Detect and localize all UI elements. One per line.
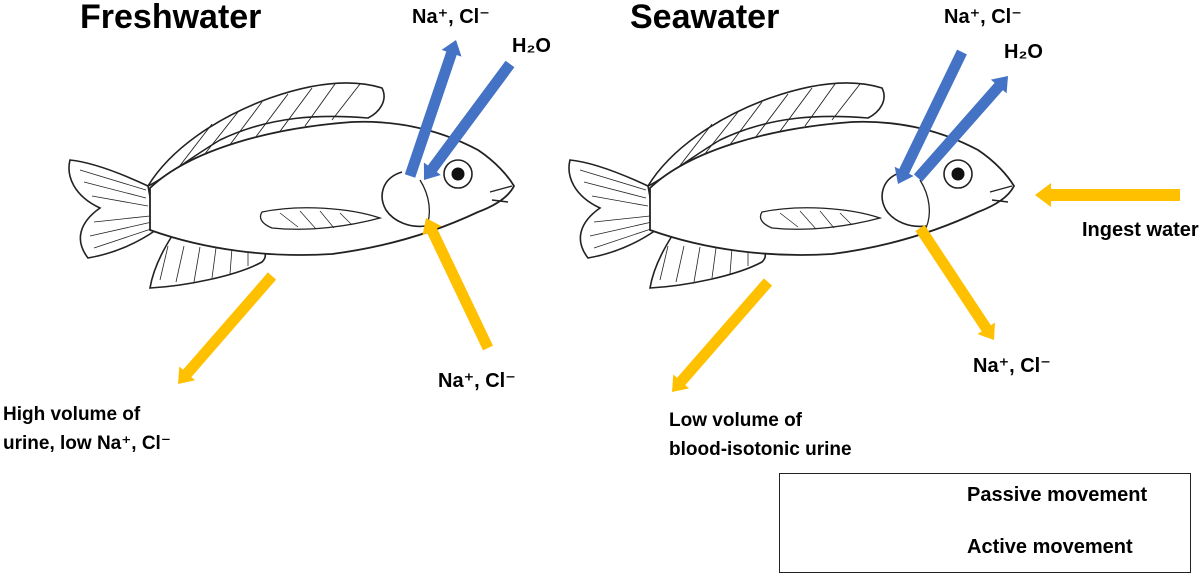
legend-passive-label: Passive movement <box>967 484 1148 506</box>
arrow-shape <box>422 218 493 351</box>
arrow-shape <box>404 40 462 178</box>
arrow-shape <box>1035 183 1180 207</box>
active-ion-excretion-arrow <box>915 225 995 340</box>
seawater-title: Seawater <box>630 0 780 36</box>
passive-ion-influx-arrow <box>894 49 967 184</box>
freshwater-top-ions-label: Na⁺, Cl⁻ <box>412 6 490 28</box>
freshwater-urine-label-line1: High volume of <box>3 404 141 425</box>
seawater-gill-excretion-label: Na⁺, Cl⁻ <box>973 355 1051 377</box>
arrow-shape <box>672 278 773 392</box>
passive-ion-loss-arrow <box>404 40 462 178</box>
seawater-fish <box>568 82 1015 289</box>
seawater-urine-label-line1: Low volume of <box>669 410 802 431</box>
ingest-water-label: Ingest water <box>1082 219 1199 241</box>
freshwater-gill-uptake-label: Na⁺, Cl⁻ <box>438 370 516 392</box>
freshwater-title: Freshwater <box>80 0 262 36</box>
passive-water-influx-arrow <box>423 60 515 181</box>
arrow-shape <box>178 272 277 384</box>
legend-box <box>779 473 1191 573</box>
active-ion-uptake-arrow <box>422 218 493 351</box>
freshwater-arrows <box>178 40 515 384</box>
passive-water-loss-arrow <box>913 76 1008 182</box>
active-urine-arrow <box>672 278 773 392</box>
freshwater-urine-label-line2: urine, low Na⁺, Cl⁻ <box>3 433 171 454</box>
arrow-shape <box>423 60 515 181</box>
seawater-water-label: H₂O <box>1004 41 1043 63</box>
arrow-shape <box>915 225 995 340</box>
arrow-shape <box>894 49 967 184</box>
seawater-top-ions-label: Na⁺, Cl⁻ <box>944 6 1022 28</box>
active-urine-arrow <box>178 272 277 384</box>
arrow-shape <box>913 76 1008 182</box>
legend-active-label: Active movement <box>967 536 1133 558</box>
seawater-arrows <box>672 49 1180 392</box>
active-water-ingestion-arrow <box>1035 183 1180 207</box>
freshwater-water-label: H₂O <box>512 35 551 57</box>
seawater-urine-label-line2: blood-isotonic urine <box>669 439 852 460</box>
